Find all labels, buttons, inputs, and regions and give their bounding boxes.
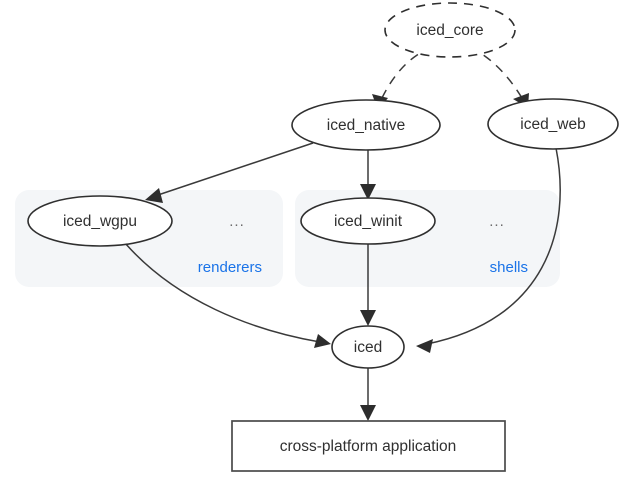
- node-application-label: cross-platform application: [280, 438, 457, 455]
- edge-iced_web-to-iced: [416, 147, 561, 353]
- node-iced-wgpu-label: iced_wgpu: [63, 213, 137, 230]
- cluster-shells-label: shells: [490, 259, 528, 276]
- edge-iced_core-to-iced_web: [469, 46, 529, 108]
- edge-iced_winit-to-iced: [360, 243, 376, 326]
- node-iced-web-label: iced_web: [520, 116, 586, 133]
- node-iced-wgpu[interactable]: iced_wgpu: [27, 195, 173, 247]
- cluster-renderers-ellipsis: ...: [229, 213, 245, 230]
- node-iced-web[interactable]: iced_web: [487, 98, 619, 150]
- node-application[interactable]: cross-platform application: [231, 420, 506, 472]
- node-iced-native-label: iced_native: [327, 117, 405, 134]
- edge-iced-to-application: [360, 368, 376, 421]
- edge-iced_wgpu-to-iced: [124, 242, 331, 348]
- edge-line: [426, 147, 561, 345]
- arrow-head-icon: [314, 334, 331, 348]
- edge-line: [469, 46, 523, 99]
- node-iced-web-shape[interactable]: [487, 98, 619, 150]
- node-iced-core-shape[interactable]: [384, 2, 516, 58]
- node-iced-wgpu-shape[interactable]: [27, 195, 173, 247]
- node-iced[interactable]: iced: [331, 325, 405, 369]
- arrow-head-icon: [416, 339, 433, 353]
- node-iced-core-label: iced_core: [416, 22, 483, 39]
- arrow-head-icon: [360, 184, 376, 200]
- edge-line: [124, 242, 321, 343]
- node-iced-shape[interactable]: [331, 325, 405, 369]
- edge-iced_native-to-iced_winit: [360, 150, 376, 200]
- node-application-shape[interactable]: [231, 420, 506, 472]
- arrow-head-icon: [145, 188, 163, 203]
- node-iced-native-shape[interactable]: [291, 99, 441, 151]
- node-iced-winit-shape[interactable]: [300, 197, 436, 245]
- edge-line: [154, 142, 314, 197]
- arrow-head-icon: [360, 405, 376, 421]
- edge-iced_native-to-iced_wgpu: [145, 142, 314, 203]
- cluster-shells-ellipsis: ...: [489, 213, 505, 230]
- node-iced-core[interactable]: iced_core: [384, 2, 516, 58]
- node-iced-winit[interactable]: iced_winit: [300, 197, 436, 245]
- node-iced-native[interactable]: iced_native: [291, 99, 441, 151]
- cluster-renderers-label: renderers: [198, 259, 262, 276]
- node-iced-label: iced: [354, 339, 382, 356]
- arrow-head-icon: [360, 310, 376, 326]
- node-iced-winit-label: iced_winit: [334, 213, 403, 230]
